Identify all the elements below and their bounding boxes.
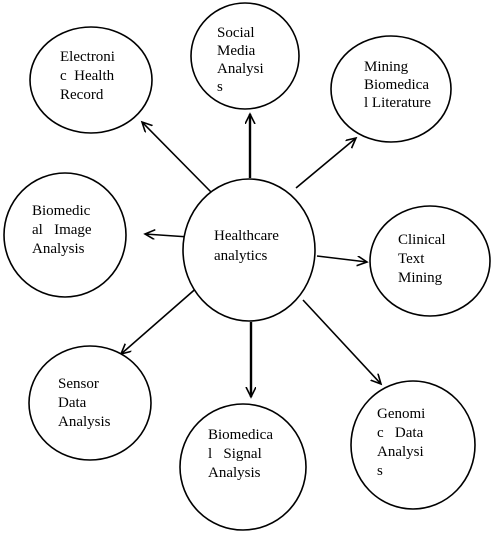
- node-sensor-data-label-line-3: Analysis: [58, 414, 111, 430]
- node-mining-biomedical-label-line-3: l Literature: [364, 95, 431, 111]
- node-biomedical-image-circle: [3, 172, 127, 298]
- node-sensor-data-label-line-1: Sensor: [58, 376, 99, 392]
- node-genomic-data-label-line-2: c Data: [377, 425, 424, 441]
- arrow-ehr: [142, 122, 213, 194]
- arrow-genomic-data: [302, 299, 381, 384]
- arrows-layer: [121, 114, 381, 397]
- node-biomedical-signal-circle: [179, 403, 307, 531]
- arrow-biomedical-image: [145, 234, 190, 237]
- nodes-layer: Healthcare analytics Electroni c HealthReco…: [3, 2, 491, 531]
- node-genomic-data-label-line-1: Genomi: [377, 406, 425, 422]
- node-social-media-label-line-1: Social: [217, 25, 255, 41]
- node-ehr-label-line-3: Record: [60, 87, 104, 103]
- node-mining-biomedical-label-line-1: Mining: [364, 59, 409, 75]
- node-biomedical-image-label-line-1: Biomedic: [32, 203, 91, 219]
- arrow-mining-biomedical: [295, 138, 356, 189]
- node-biomedical-image-label-line-2: al Image: [32, 222, 92, 238]
- center-node-healthcare-analytics-label-line-1: Healthcare: [214, 228, 279, 244]
- node-clinical-text-circle: [369, 205, 491, 317]
- node-ehr-label-line-1: Electroni: [60, 49, 115, 65]
- node-sensor-data-label-line-2: Data: [58, 395, 87, 411]
- node-sensor-data-circle: [28, 345, 152, 461]
- node-clinical-text-label-line-3: Mining: [398, 270, 443, 286]
- node-mining-biomedical-circle: [330, 35, 452, 143]
- node-social-media-label-line-4: s: [217, 79, 223, 95]
- node-biomedical-signal-label-line-3: Analysis: [208, 465, 261, 481]
- node-biomedical-signal-label-line-1: Biomedica: [208, 427, 273, 443]
- node-genomic-data-circle: [350, 380, 476, 510]
- node-social-media-circle: [190, 2, 300, 110]
- node-genomic-data-label-line-4: s: [377, 463, 383, 479]
- center-node-healthcare-analytics-circle: [182, 178, 316, 322]
- node-social-media-label-line-2: Media: [217, 43, 256, 59]
- node-ehr-label-line-2: c Health: [60, 68, 115, 84]
- node-ehr-circle: [29, 26, 153, 134]
- node-social-media-label-line-3: Analysi: [217, 61, 264, 77]
- node-clinical-text-label-line-1: Clinical: [398, 232, 446, 248]
- node-genomic-data-label-line-3: Analysi: [377, 444, 424, 460]
- node-mining-biomedical-label-line-2: Biomedica: [364, 77, 429, 93]
- node-clinical-text-label-line-2: Text: [398, 251, 425, 267]
- node-biomedical-signal-label-line-2: l Signal: [208, 446, 262, 462]
- arrow-sensor-data: [121, 284, 201, 354]
- center-node-healthcare-analytics-label-line-2: analytics: [214, 248, 267, 264]
- arrow-clinical-text: [316, 255, 367, 262]
- node-biomedical-image-label-line-3: Analysis: [32, 241, 85, 257]
- center-node-healthcare-analytics: Healthcare analytics: [182, 178, 316, 322]
